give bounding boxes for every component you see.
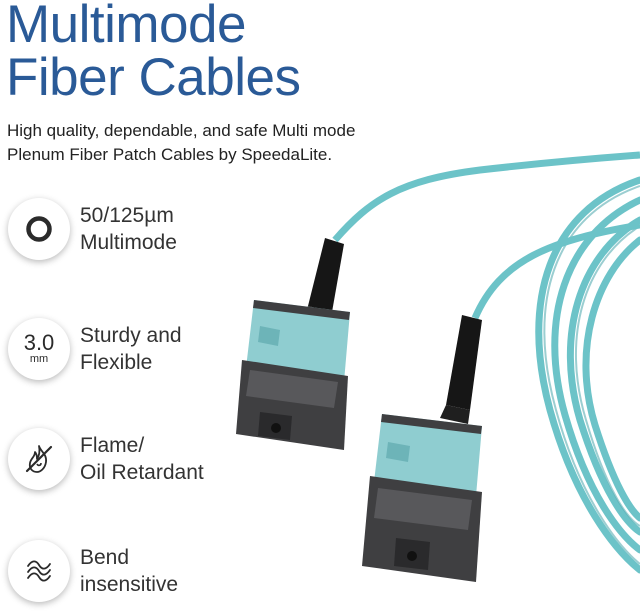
subtitle-line-1: High quality, dependable, and safe Multi… [7, 121, 356, 140]
diameter-unit: mm [29, 353, 49, 365]
feature-label-line-2: Multimode [80, 231, 177, 254]
feature-label-line-2: Flexible [80, 351, 153, 374]
feature-label-line-2: insensitive [80, 573, 179, 596]
diameter-value: 3.0 [23, 330, 55, 355]
feature-label: Flame/ Oil Retardant [80, 432, 204, 486]
ring-icon [8, 198, 70, 260]
feature-label: 50/125µm Multimode [80, 202, 177, 256]
subtitle-line-2: Plenum Fiber Patch Cables by SpeedaLite. [7, 145, 333, 164]
feature-label-line-1: Bend [80, 546, 130, 569]
feature-label-line-1: Flame/ [80, 434, 145, 457]
fiber-cable-illustration [236, 151, 640, 582]
page-title: Multimode Fiber Cables [6, 0, 301, 107]
bend-icon [8, 540, 70, 602]
mpo-connector-upper [236, 238, 350, 450]
mpo-connector-lower [362, 315, 482, 582]
feature-bend-insensitive: Bend insensitive [8, 540, 268, 606]
cable-upper [332, 151, 640, 243]
title-line-2: Fiber Cables [6, 48, 301, 107]
diameter-badge: 3.0 mm [8, 318, 70, 380]
feature-label: Sturdy and Flexible [80, 322, 182, 376]
cable-coil [535, 176, 640, 574]
title-line-1: Multimode [6, 0, 246, 54]
feature-flame-retardant: Flame/ Oil Retardant [8, 428, 268, 494]
feature-label-line-2: Oil Retardant [80, 461, 204, 484]
feature-label-line-1: 50/125µm [80, 204, 174, 227]
feature-multimode: 50/125µm Multimode [8, 198, 268, 264]
flame-icon [8, 428, 70, 490]
subtitle: High quality, dependable, and safe Multi… [7, 119, 427, 167]
feature-sturdy: 3.0 mm Sturdy and Flexible [8, 318, 268, 384]
feature-label-line-1: Sturdy and [80, 324, 182, 347]
feature-label: Bend insensitive [80, 544, 178, 598]
cable-lower [471, 221, 640, 320]
